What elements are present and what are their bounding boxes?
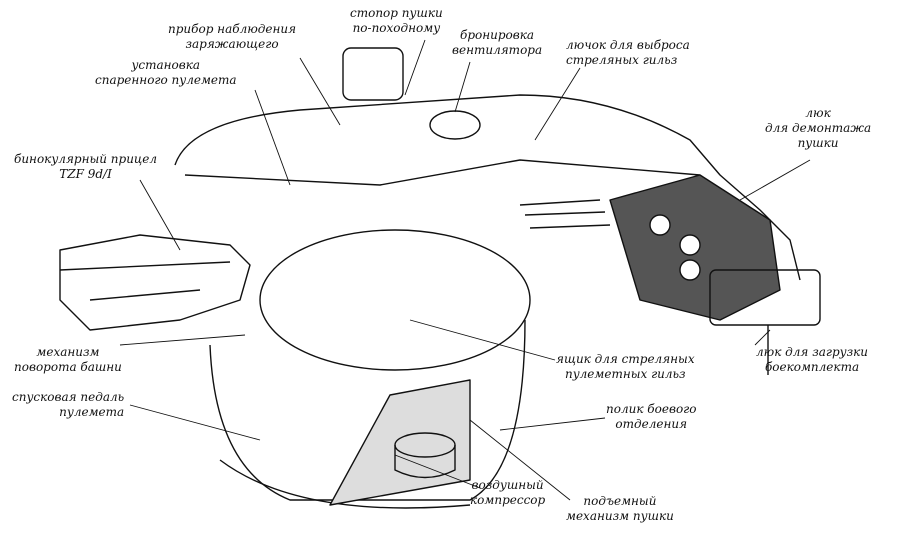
turret-rear-wall xyxy=(184,159,701,186)
fan-armor xyxy=(429,110,481,140)
turret-basket xyxy=(209,319,526,501)
turret-ring xyxy=(259,229,531,371)
gun-mantlet xyxy=(59,234,251,331)
turret-roof-outline xyxy=(174,94,801,281)
loading-hatch xyxy=(709,269,821,326)
floor-plate xyxy=(329,379,471,506)
observation-device xyxy=(342,47,404,101)
